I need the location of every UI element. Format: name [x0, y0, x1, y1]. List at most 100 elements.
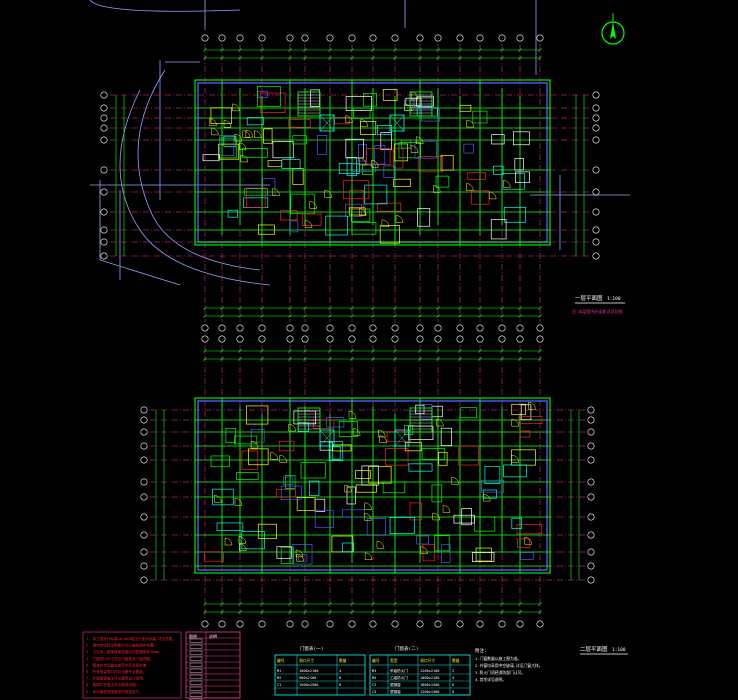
room-fixture [519, 430, 531, 438]
axis-bubble [286, 34, 294, 42]
axis-bubble [498, 34, 506, 42]
dimension-tick [393, 602, 397, 606]
door-swing [511, 454, 520, 463]
room-fixture [351, 222, 377, 235]
dimension-tick [203, 602, 207, 606]
dimension-tick [538, 306, 542, 310]
dimension-tick [203, 56, 207, 60]
room-fixture [338, 421, 358, 437]
door-swing [234, 133, 243, 142]
dimension-tick [418, 48, 422, 52]
dimension-tick [328, 357, 332, 361]
axis-bubble [369, 620, 377, 628]
room-fixture [362, 164, 373, 175]
dimension-tick [478, 602, 482, 606]
room-fixture [256, 86, 281, 107]
axis-bubble [536, 34, 544, 42]
table-cell: C1 [277, 683, 281, 687]
dimension-tick [500, 314, 504, 318]
axis-bubble [140, 548, 148, 556]
table-cell: M3 [372, 669, 376, 673]
dimension-tick [303, 48, 307, 52]
room-fixture [514, 158, 524, 171]
room-fixture [417, 155, 443, 173]
dimension-tick [393, 610, 397, 614]
dimension-tick [393, 306, 397, 310]
room-fixture [272, 141, 294, 159]
door-swing [296, 553, 304, 562]
room-fixture [389, 517, 415, 534]
table-cell: 900x2100 [299, 676, 316, 680]
axis-bubble [592, 226, 600, 234]
room-fixture [212, 488, 234, 506]
dimension-tick [203, 349, 207, 353]
table-cell: 1800x1500 [420, 683, 439, 687]
dimension-tick [436, 306, 440, 310]
room-fixture [278, 440, 295, 452]
axis-bubble [100, 114, 108, 122]
table-header-cell: 类型 [390, 658, 398, 663]
note-line: 7. 外墙保温做法详见建筑设计说明。 [86, 676, 146, 681]
dimension-tick [371, 357, 375, 361]
svg-text:图例: 图例 [189, 633, 197, 639]
table-cell: 6 [452, 683, 454, 687]
door-swing [360, 119, 368, 127]
dimension-tick [328, 306, 332, 310]
dimension-tick [478, 314, 482, 318]
door-swing [358, 157, 367, 166]
table-header-cell: 数量 [339, 658, 347, 663]
dimension-tick [203, 314, 207, 318]
dimension-tick [436, 48, 440, 52]
axis-bubble [348, 620, 356, 628]
room-fixture [363, 92, 377, 107]
dimension-tick [350, 610, 354, 614]
dimension-tick [288, 610, 292, 614]
room-fixture [490, 219, 507, 240]
room-fixture [292, 168, 304, 185]
door-swing [483, 493, 491, 502]
dimension-tick [436, 610, 440, 614]
axis-bubble [587, 548, 595, 556]
dimension-tick [436, 314, 440, 318]
dimension-tick [393, 314, 397, 318]
axis-bubble [587, 478, 595, 486]
room-fixture [380, 132, 392, 150]
axis-bubble [587, 562, 595, 570]
svg-text:门窗表(二): 门窗表(二) [395, 645, 418, 652]
axis-bubble [326, 620, 334, 628]
axis-bubble [100, 124, 108, 132]
axis-bubble [456, 34, 464, 42]
dimension-tick [478, 56, 482, 60]
dimension-tick [500, 48, 504, 52]
dimension-tick [418, 349, 422, 353]
room-fixture [246, 117, 264, 126]
axis-bubble [391, 324, 399, 332]
door-swing [304, 220, 313, 228]
room-fixture [364, 184, 388, 205]
door-swing [410, 145, 419, 153]
axis-bubble [236, 335, 244, 343]
axis-bubbles [100, 34, 600, 332]
axis-bubble [434, 620, 442, 628]
door-swing [364, 513, 372, 521]
room-fixture [398, 142, 421, 159]
dimension-tick [260, 56, 264, 60]
room-fixture [258, 224, 275, 235]
axis-bubble [416, 34, 424, 42]
dimension-tick [393, 48, 397, 52]
room-fixture [386, 431, 411, 443]
dimension-tick [458, 357, 462, 361]
dimension-tick [478, 349, 482, 353]
svg-text:附注:: 附注: [475, 647, 487, 654]
dimension-tick [350, 56, 354, 60]
table-cell: 塑钢窗 [390, 689, 401, 694]
dimension-tick [303, 56, 307, 60]
door-swing [503, 180, 511, 188]
room-fixture [345, 203, 363, 217]
axis-bubble [434, 324, 442, 332]
room-fixture [422, 543, 435, 562]
room-fixture [517, 538, 531, 548]
room-fixture [331, 446, 341, 460]
dimension-tick [328, 56, 332, 60]
